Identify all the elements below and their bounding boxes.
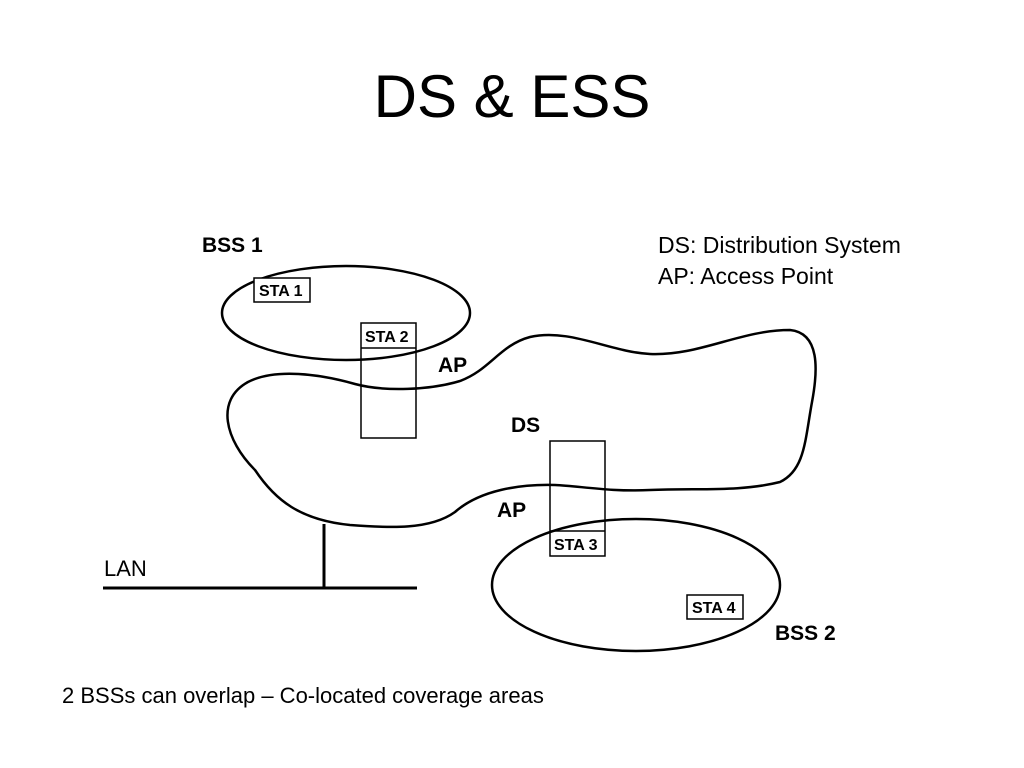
bss2-coverage (490, 517, 782, 653)
sta2-label: STA 2 (365, 329, 409, 346)
ap-label-top: AP (438, 354, 467, 377)
legend-ap: AP: Access Point (658, 263, 834, 289)
bss1-coverage (220, 264, 472, 362)
ap1-box (360, 322, 417, 439)
legend: DS: Distribution System AP: Access Point (658, 230, 901, 292)
ap2-box (549, 440, 606, 557)
legend-ds: DS: Distribution System (658, 232, 901, 258)
sta4-box (686, 594, 744, 620)
ap-label-bottom: AP (497, 499, 526, 522)
bss2-label: BSS 2 (775, 622, 836, 645)
ds-cloud (226, 328, 817, 529)
lan-label: LAN (104, 556, 147, 581)
sta1-box (253, 277, 311, 303)
bss1-label: BSS 1 (202, 234, 263, 257)
sta4-label: STA 4 (692, 600, 736, 617)
sta3-label: STA 3 (554, 537, 598, 554)
slide-title: DS & ESS (373, 63, 651, 130)
ds-label: DS (511, 414, 540, 437)
sta1-label: STA 1 (259, 283, 303, 300)
slide-caption: 2 BSSs can overlap – Co-located coverage… (62, 683, 544, 708)
